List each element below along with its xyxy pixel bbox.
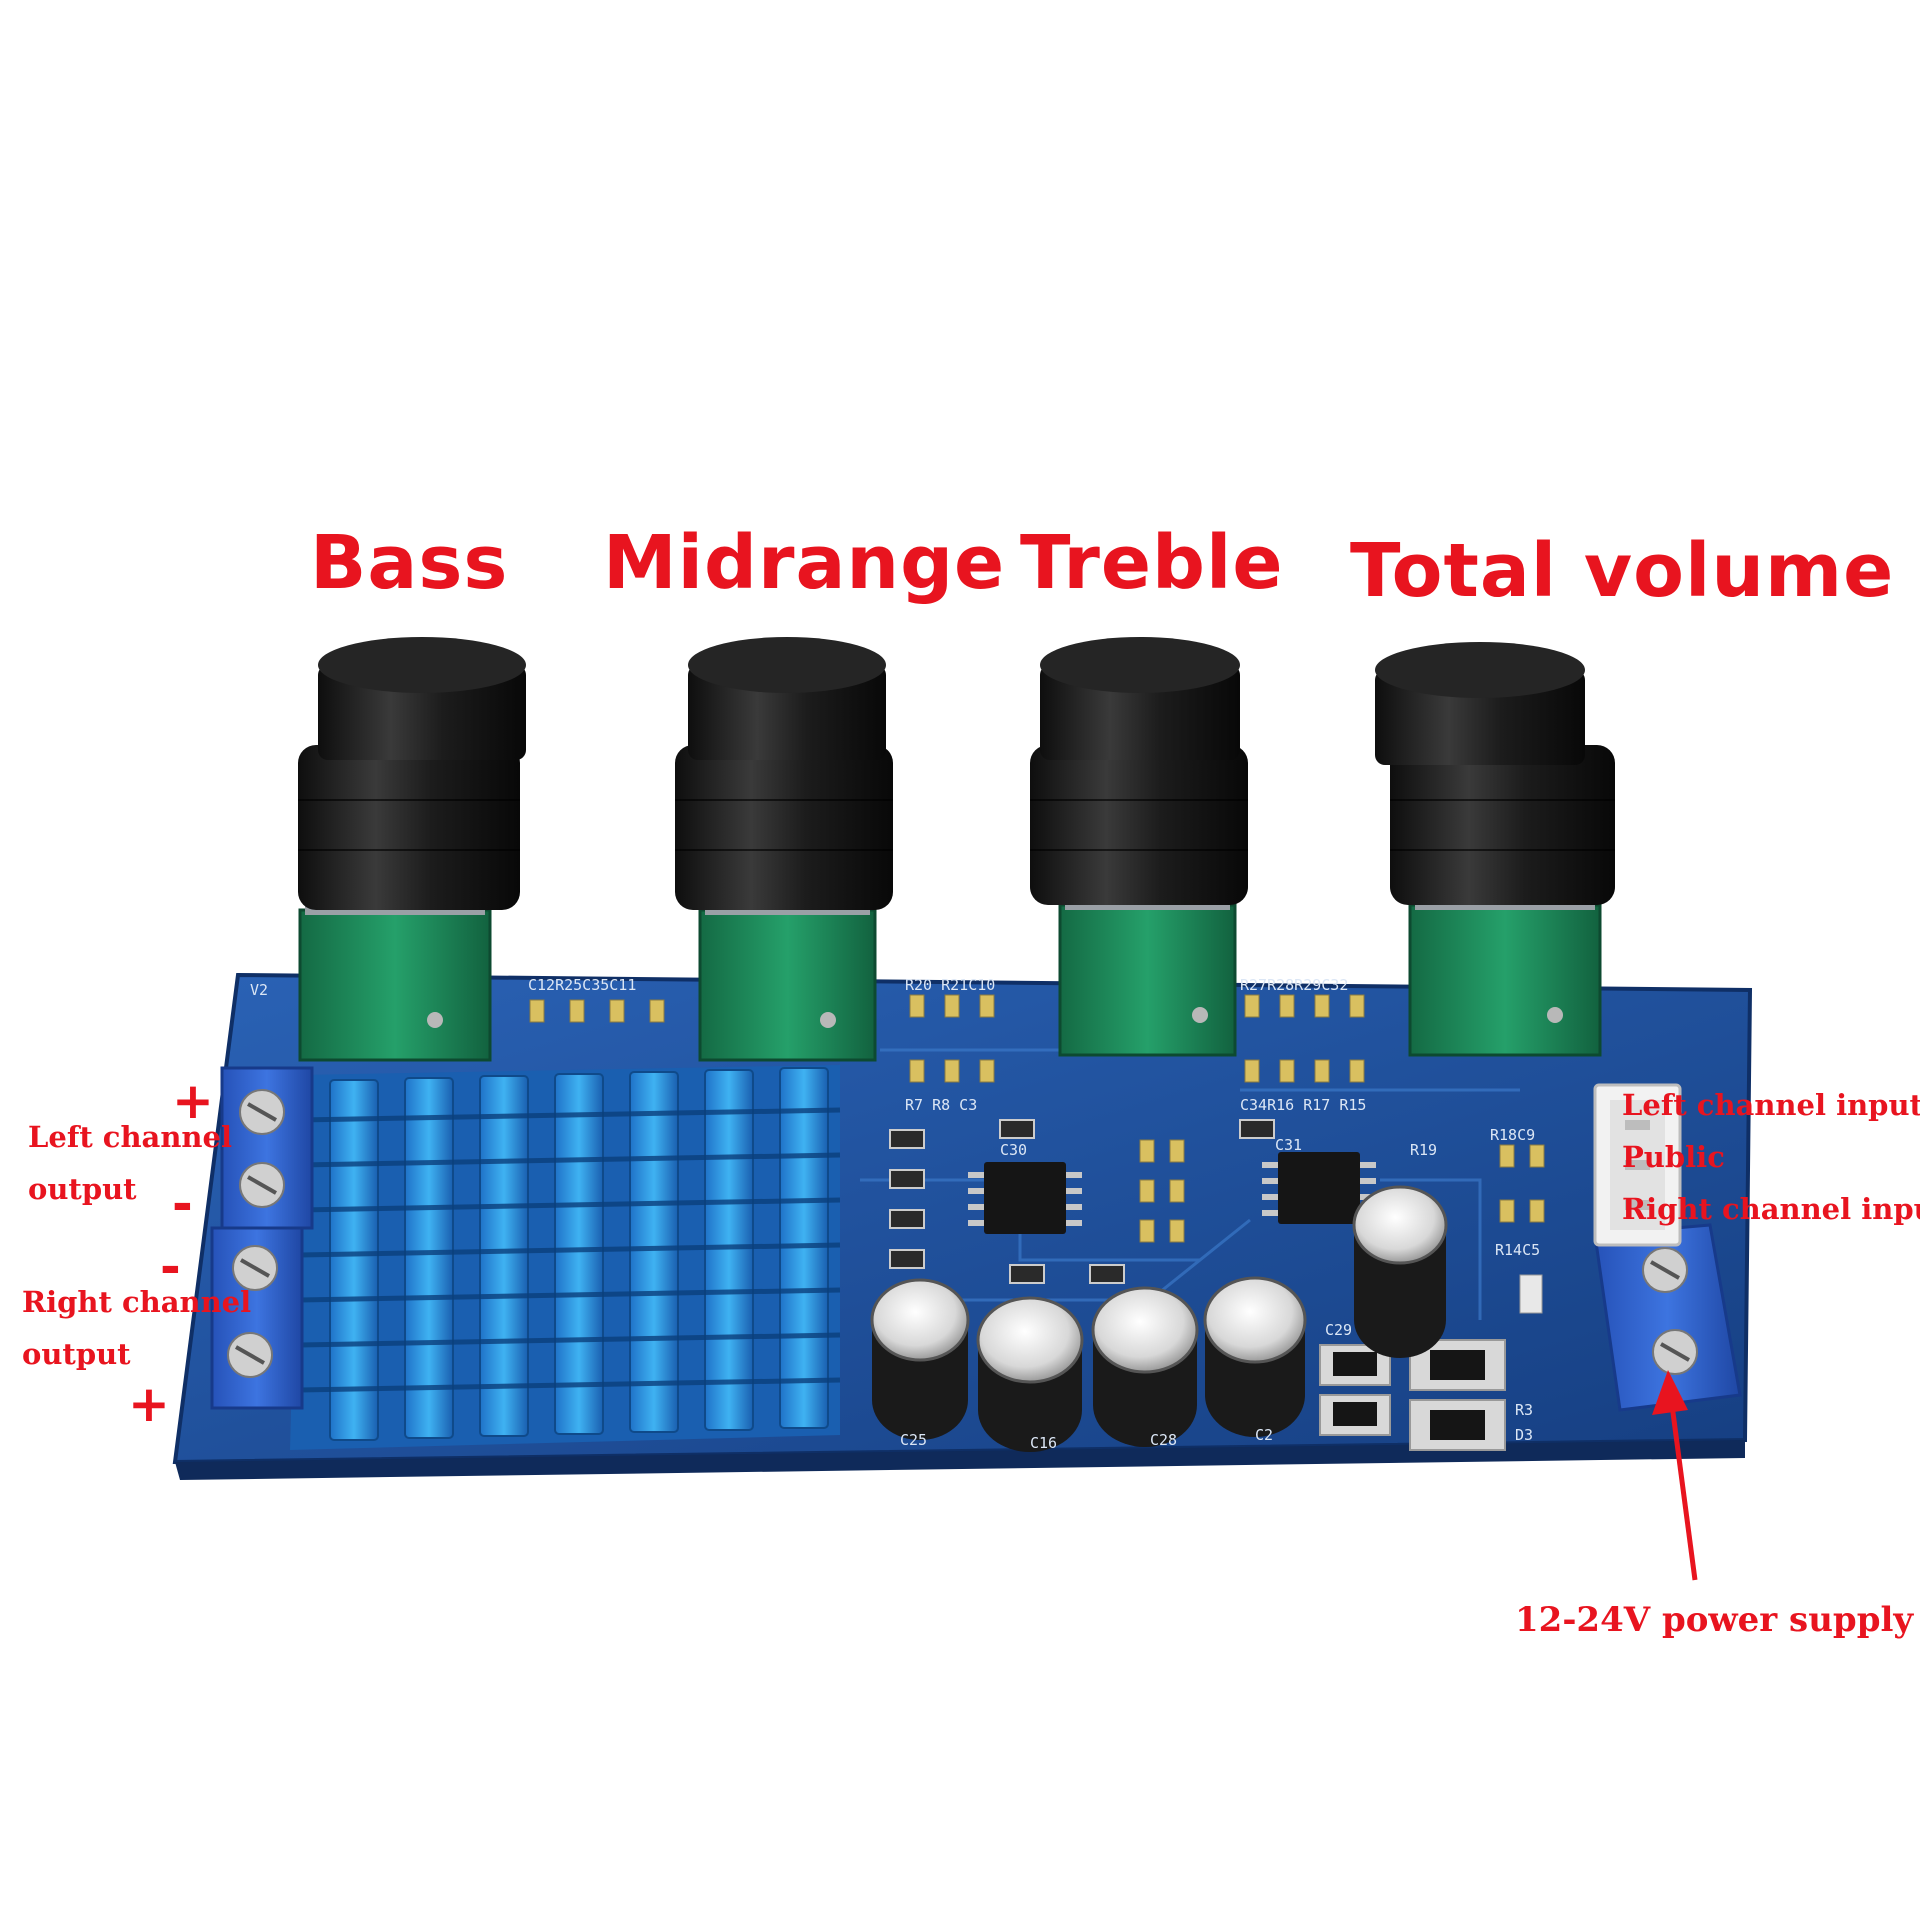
left-output-label-line1: Left channel [28,1120,232,1154]
silk-r28: R27R28R29C32 [1240,976,1348,994]
right-output-label-line1: Right channel [22,1285,252,1319]
right-output-minus: - [160,1238,181,1296]
silk-c29: C29 [1325,1321,1352,1339]
volume-potentiometer [1408,903,1602,1057]
silk-c16: C16 [1030,1434,1057,1452]
silk-r8c3: R7 R8 C3 [905,1096,977,1114]
silk-r18c9: R18C9 [1490,1126,1535,1144]
silk-r19: R19 [1410,1141,1437,1159]
left-output-plus: + [172,1072,214,1130]
power-arrow [1652,1370,1698,1581]
knobs [298,637,1615,910]
right-output-label-line2: output [22,1337,131,1371]
power-terminal-block [1593,1223,1742,1412]
silk-c31: C31 [1275,1136,1302,1154]
bass-label: Bass [310,520,509,606]
silk-c30: C30 [1000,1141,1027,1159]
volume-knob [1375,642,1615,905]
left-output-minus: - [172,1175,193,1233]
treble-knob [1030,637,1248,905]
public-label: Public [1622,1140,1725,1174]
opamp-chips [968,1152,1376,1234]
midrange-potentiometer [698,908,877,1062]
total-volume-label: Total volume [1350,528,1895,614]
treble-potentiometer [1058,903,1237,1057]
silk-r14c5: R14C5 [1495,1241,1540,1259]
smd-components [529,994,1545,1284]
silk-r20: R20 R21C10 [905,976,995,994]
silk-d3: D3 [1515,1426,1533,1444]
silk-c2: C2 [1255,1426,1273,1444]
left-output-label-line2: output [28,1172,137,1206]
pcb-edge [175,1440,1745,1480]
left-channel-input-label: Left channel input [1622,1088,1920,1122]
bass-potentiometer [298,908,492,1062]
heatsink [290,1065,841,1450]
silk-r3: R3 [1515,1401,1533,1419]
midrange-knob [675,637,893,910]
bass-knob [298,637,526,910]
right-output-plus: + [128,1375,170,1433]
midrange-label: Midrange [603,520,1006,606]
capacitors [870,1185,1448,1452]
silk-c28: C28 [1150,1431,1177,1449]
right-channel-input-label: Right channel input [1622,1192,1920,1226]
silk-c12: C12R25C35C11 [528,976,636,994]
treble-label: Treble [1020,520,1284,606]
silk-c25: C25 [900,1431,927,1449]
output-terminal-block [210,1066,314,1410]
silkscreen-labels: V2 C12R25C35C11 R20 R21C10 R7 R8 C3 R27R… [250,976,1540,1452]
input-connector [1593,1083,1682,1247]
silk-v2: V2 [250,981,268,999]
silk-c34: C34R16 R17 R15 [1240,1096,1366,1114]
power-supply-label: 12-24V power supply [1515,1600,1914,1640]
